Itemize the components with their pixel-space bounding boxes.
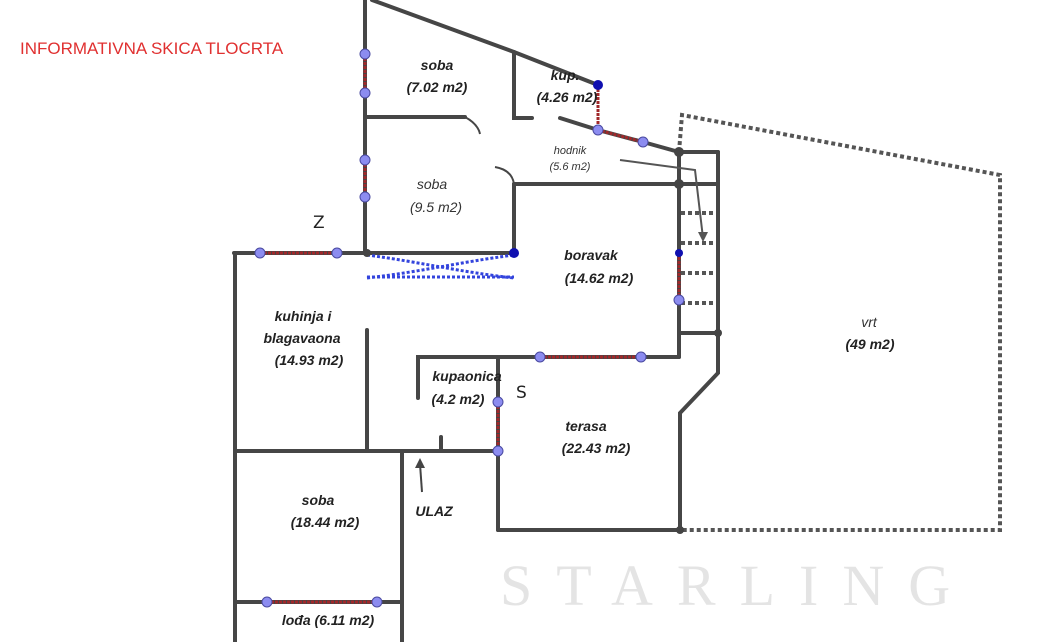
room-name: vrt: [861, 314, 878, 330]
plan-title: INFORMATIVNA SKICA TLOCRTA: [20, 39, 284, 58]
room-name: terasa: [565, 418, 606, 434]
room-name: hodnik: [554, 145, 587, 157]
room-area: (22.43 m2): [562, 440, 631, 456]
garden-outline: [677, 112, 1002, 532]
room-name: lođa (6.11 m2): [282, 612, 375, 628]
watermark: STARLING: [500, 553, 974, 618]
room-area: (5.6 m2): [550, 161, 591, 173]
room-name-2: blagavaona: [263, 330, 340, 346]
room-name: boravak: [564, 247, 619, 263]
room-area: (9.5 m2): [410, 199, 462, 215]
direction-west: Z: [313, 213, 325, 233]
room-name: kupaonica: [432, 368, 501, 384]
windows: [260, 54, 681, 604]
room-name: kuhinja i: [275, 308, 333, 324]
direction-south: S: [516, 383, 527, 403]
room-name: soba: [302, 492, 335, 508]
room-name: kup.: [551, 67, 580, 83]
stair-arrow: [619, 159, 708, 242]
room-area: (14.62 m2): [565, 270, 634, 286]
entrance-label: ULAZ: [415, 503, 453, 519]
nodes: [254, 48, 722, 608]
room-area: (7.02 m2): [407, 79, 468, 95]
stairs: [681, 211, 716, 305]
room-area: (14.93 m2): [275, 352, 344, 368]
balcony-door-dashed: [366, 253, 515, 280]
room-name: soba: [417, 176, 448, 192]
room-name: soba: [421, 57, 454, 73]
room-area: (18.44 m2): [291, 514, 360, 530]
room-area: (4.26 m2): [537, 89, 598, 105]
entrance-arrow-icon: [415, 458, 425, 493]
room-area: (4.2 m2): [432, 391, 485, 407]
room-area: (49 m2): [845, 336, 894, 352]
